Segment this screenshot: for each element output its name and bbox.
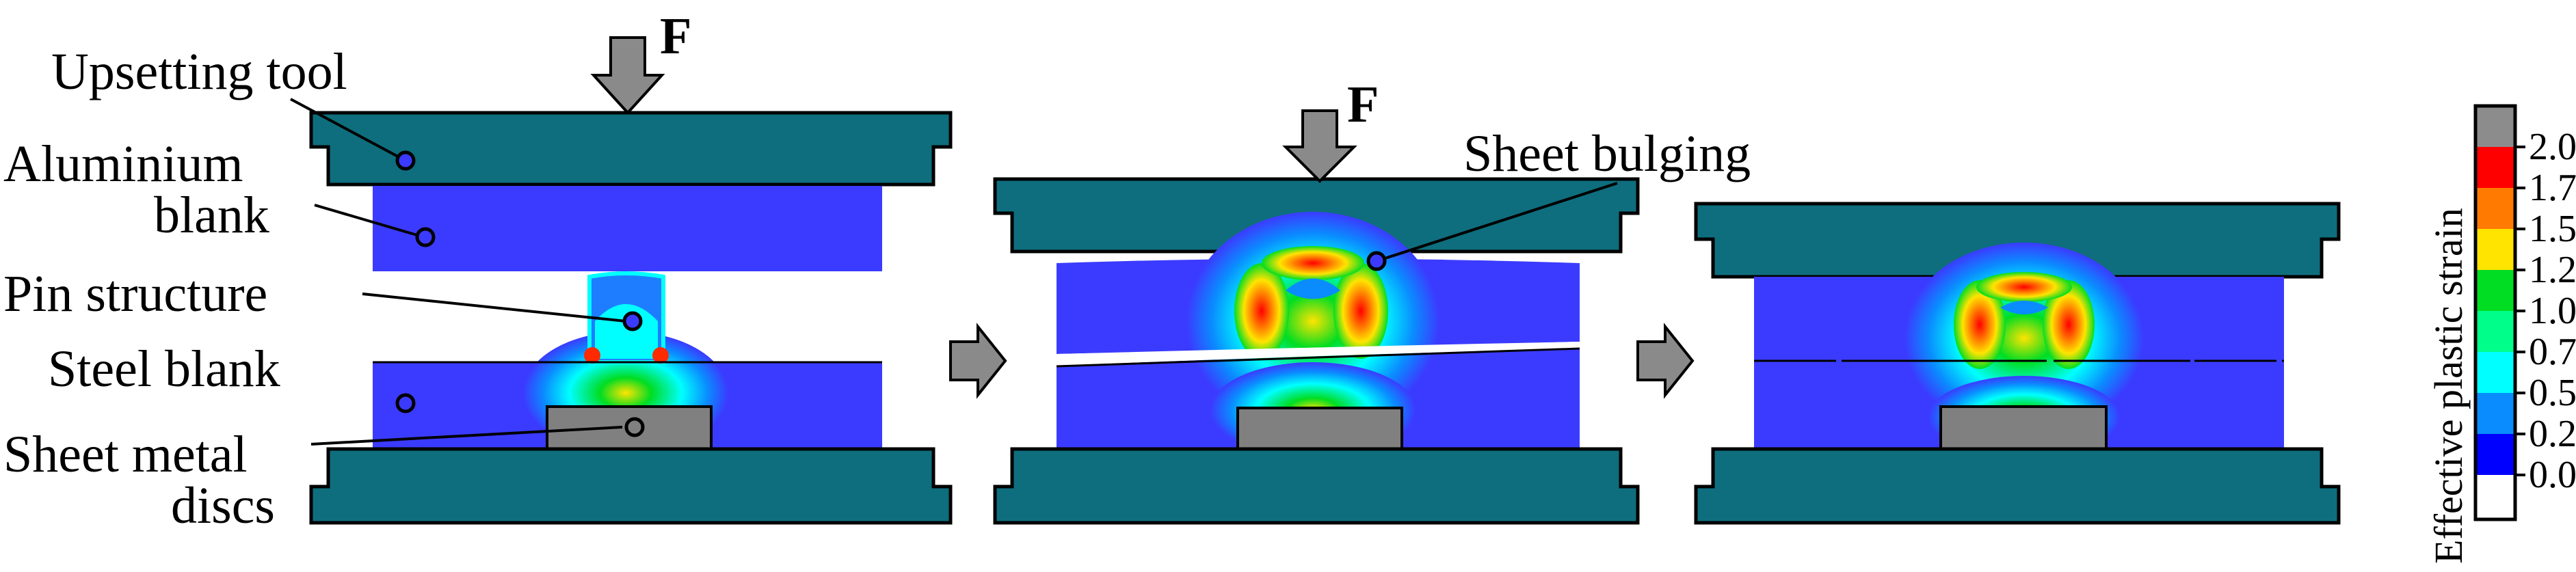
colorbar-title: Effective plastic strain <box>2426 208 2471 564</box>
stage-3 <box>1694 202 2341 525</box>
force-arrow-2 <box>1282 109 1357 183</box>
label-aluminium-line1: Aluminium <box>3 135 243 193</box>
colorbar-tick-0: 2.00 <box>2529 126 2576 168</box>
label-upsetting-tool: Upsetting tool <box>51 43 347 100</box>
stage-1: F Upsetting tool Aluminium blank Pin str… <box>3 8 953 534</box>
colorbar-tick-4: 1.00 <box>2529 290 2576 332</box>
upsetting-tool-top-3 <box>1694 202 2341 279</box>
sheet-metal-disc-2 <box>1236 407 1403 450</box>
force-arrow-1 <box>590 36 665 115</box>
stage-2: F Sheet bulging <box>993 76 1751 525</box>
colorbar-tick-7: 0.25 <box>2529 413 2576 455</box>
label-aluminium-line2: blank <box>154 187 269 244</box>
label-sheet-bulging: Sheet bulging <box>1463 125 1751 182</box>
upsetting-tool-bottom-2 <box>993 447 1640 525</box>
sheet-metal-disc-3 <box>1939 405 2108 450</box>
upsetting-tool-top <box>309 111 953 187</box>
label-sheet-metal-line2: discs <box>171 477 275 534</box>
colorbar-tick-3: 1.25 <box>2529 249 2576 291</box>
upsetting-tool-bottom <box>309 447 953 525</box>
label-pin-structure: Pin structure <box>3 265 267 323</box>
colorbar-tick-2: 1.50 <box>2529 208 2576 250</box>
force-label-1: F <box>660 8 691 65</box>
stage-arrow-1 <box>949 323 1007 399</box>
colorbar-tick-1: 1.75 <box>2529 167 2576 209</box>
label-sheet-metal-line1: Sheet metal <box>3 426 248 483</box>
stage-arrow-2 <box>1636 323 1695 399</box>
colorbar: 2.00 1.75 1.50 1.25 1.00 0.75 0.50 0.25 … <box>2426 104 2576 564</box>
colorbar-tick-8: 0.00 <box>2529 454 2576 496</box>
colorbar-tick-6: 0.50 <box>2529 372 2576 414</box>
label-steel-blank: Steel blank <box>48 340 280 398</box>
upsetting-tool-bottom-3 <box>1694 447 2341 525</box>
colorbar-tick-5: 0.75 <box>2529 331 2576 373</box>
force-label-2: F <box>1347 76 1379 133</box>
aluminium-blank <box>373 186 882 271</box>
